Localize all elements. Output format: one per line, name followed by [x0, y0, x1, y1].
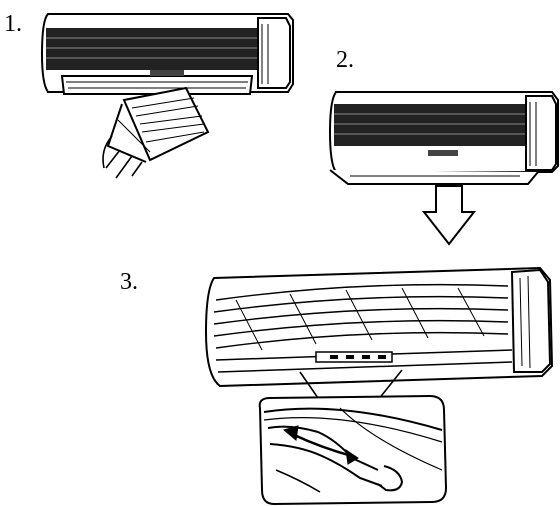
step-2-down-arrow — [421, 185, 477, 246]
step-3-label: 3. — [120, 269, 138, 295]
step-2-label: 2. — [336, 47, 354, 73]
step-1-unit — [40, 13, 294, 95]
step-3-unit — [204, 266, 554, 388]
step-1-open-panel — [106, 86, 210, 163]
step-1-hand — [102, 135, 143, 179]
step-2-unit — [328, 91, 559, 185]
step-3-detail-inset — [258, 394, 448, 506]
step-3-zoom-lines — [299, 369, 403, 401]
step-1-label: 1. — [4, 11, 22, 37]
